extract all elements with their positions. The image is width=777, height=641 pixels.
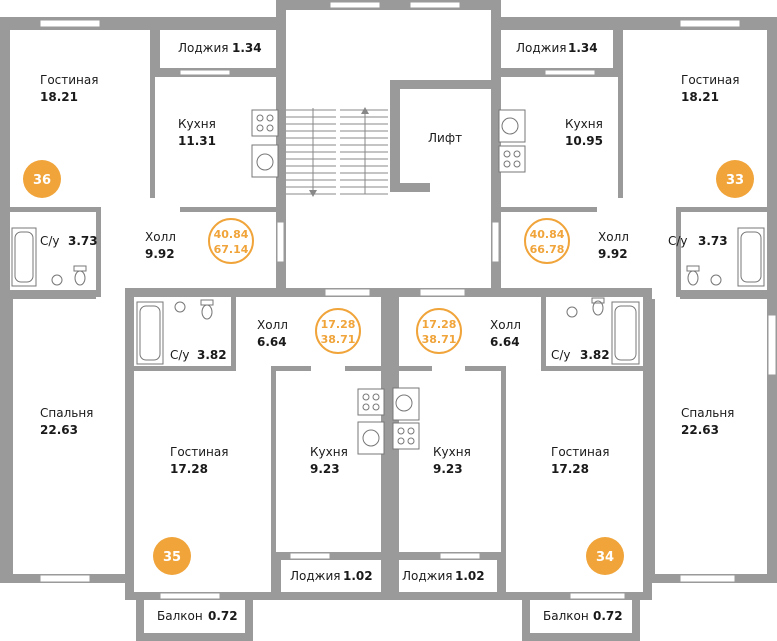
sink-icon xyxy=(392,387,420,421)
apartment-36[interactable]: 36 40.84 67.14 Гостиная 18.21 Лоджия 1.3… xyxy=(23,41,262,437)
room-area: 9.92 xyxy=(145,247,175,261)
sink-icon xyxy=(357,421,385,455)
toilet-icon xyxy=(686,265,700,286)
apartment-number: 34 xyxy=(596,550,614,565)
room-name: Балкон xyxy=(543,609,589,623)
room-area: 0.72 xyxy=(208,609,238,623)
apartment-35[interactable]: Холл 6.64 17.28 38.71 С/у 3.82 Гостиная … xyxy=(153,308,373,623)
sink-icon xyxy=(174,301,186,313)
sink-icon xyxy=(566,306,578,318)
room-area: 1.34 xyxy=(232,41,262,55)
apartment-number-badge xyxy=(716,160,754,198)
windows xyxy=(39,1,777,600)
room-name: Гостиная xyxy=(551,445,609,459)
apartment-34[interactable]: 17.28 38.71 Холл 6.64 С/у 3.82 Кухня 9.2… xyxy=(402,308,624,623)
room-name: Спальня xyxy=(40,406,93,420)
room-area: 11.31 xyxy=(178,134,216,148)
room-name: Кухня xyxy=(178,117,216,131)
room-area: 10.95 xyxy=(565,134,603,148)
room-area: 1.02 xyxy=(343,569,373,583)
room-name: Гостиная xyxy=(170,445,228,459)
toilet-icon xyxy=(73,265,87,286)
room-area: 18.21 xyxy=(681,90,719,104)
bathtub-icon xyxy=(11,227,37,287)
apartment-area-circle xyxy=(315,308,361,354)
apartment-number-badge xyxy=(586,537,624,575)
room-area: 9.92 xyxy=(598,247,628,261)
staircase xyxy=(286,107,388,197)
living-area: 40.84 xyxy=(530,228,565,241)
apartment-number: 36 xyxy=(33,173,51,188)
total-area: 66.78 xyxy=(530,243,565,256)
room-name: Балкон xyxy=(157,609,203,623)
sink-icon xyxy=(51,274,63,286)
total-area: 67.14 xyxy=(214,243,249,256)
apartment-area-circle xyxy=(524,218,570,264)
room-name: Спальня xyxy=(681,406,734,420)
room-area: 3.73 xyxy=(698,234,728,248)
room-area: 9.23 xyxy=(310,462,340,476)
bathtub-icon xyxy=(611,301,640,365)
room-area: 6.64 xyxy=(257,335,287,349)
room-name: Гостиная xyxy=(40,73,98,87)
total-area: 38.71 xyxy=(321,333,356,346)
room-name: Лоджия xyxy=(402,569,453,583)
room-area: 3.73 xyxy=(68,234,98,248)
room-area: 1.34 xyxy=(568,41,598,55)
room-name: Холл xyxy=(257,318,288,332)
apartment-number: 35 xyxy=(163,550,181,565)
living-area: 17.28 xyxy=(321,318,356,331)
room-name: С/у xyxy=(170,348,190,362)
room-area: 22.63 xyxy=(40,423,78,437)
room-name: Кухня xyxy=(433,445,471,459)
sink-icon xyxy=(251,144,279,178)
room-name: Лоджия xyxy=(178,41,229,55)
stove-icon xyxy=(251,109,279,137)
sink-icon xyxy=(710,274,722,286)
room-area: 22.63 xyxy=(681,423,719,437)
room-area: 17.28 xyxy=(551,462,589,476)
stove-icon xyxy=(498,145,526,173)
room-name: Холл xyxy=(145,230,176,244)
room-area: 18.21 xyxy=(40,90,78,104)
apartment-number-badge xyxy=(153,537,191,575)
apartment-number-badge xyxy=(23,160,61,198)
room-name: Лоджия xyxy=(290,569,341,583)
living-area: 40.84 xyxy=(214,228,249,241)
room-area: 9.23 xyxy=(433,462,463,476)
fixtures xyxy=(11,109,765,455)
room-name: С/у xyxy=(668,234,688,248)
bathtub-icon xyxy=(737,227,765,287)
room-name: Лоджия xyxy=(516,41,567,55)
apartment-33[interactable]: Лоджия 1.34 Гостиная 18.21 Кухня 10.95 3… xyxy=(516,41,754,437)
room-name: Кухня xyxy=(565,117,603,131)
living-area: 17.28 xyxy=(422,318,457,331)
room-area: 0.72 xyxy=(593,609,623,623)
apartment-area-circle xyxy=(416,308,462,354)
sink-icon xyxy=(498,109,526,143)
room-area: 1.02 xyxy=(455,569,485,583)
bathtub-icon xyxy=(136,301,164,365)
room-name: Холл xyxy=(598,230,629,244)
room-area: 6.64 xyxy=(490,335,520,349)
stove-icon xyxy=(392,422,420,450)
room-name: С/у xyxy=(40,234,60,248)
room-name: С/у xyxy=(551,348,571,362)
room-name: Кухня xyxy=(310,445,348,459)
room-name: Холл xyxy=(490,318,521,332)
room-area: 17.28 xyxy=(170,462,208,476)
total-area: 38.71 xyxy=(422,333,457,346)
apartment-number: 33 xyxy=(726,173,744,188)
elevator-label: Лифт xyxy=(428,131,462,145)
room-name: Гостиная xyxy=(681,73,739,87)
room-area: 3.82 xyxy=(197,348,227,362)
stove-icon xyxy=(357,388,385,416)
toilet-icon xyxy=(200,299,214,320)
toilet-icon xyxy=(591,297,605,316)
apartment-area-circle xyxy=(208,218,254,264)
room-area: 3.82 xyxy=(580,348,610,362)
